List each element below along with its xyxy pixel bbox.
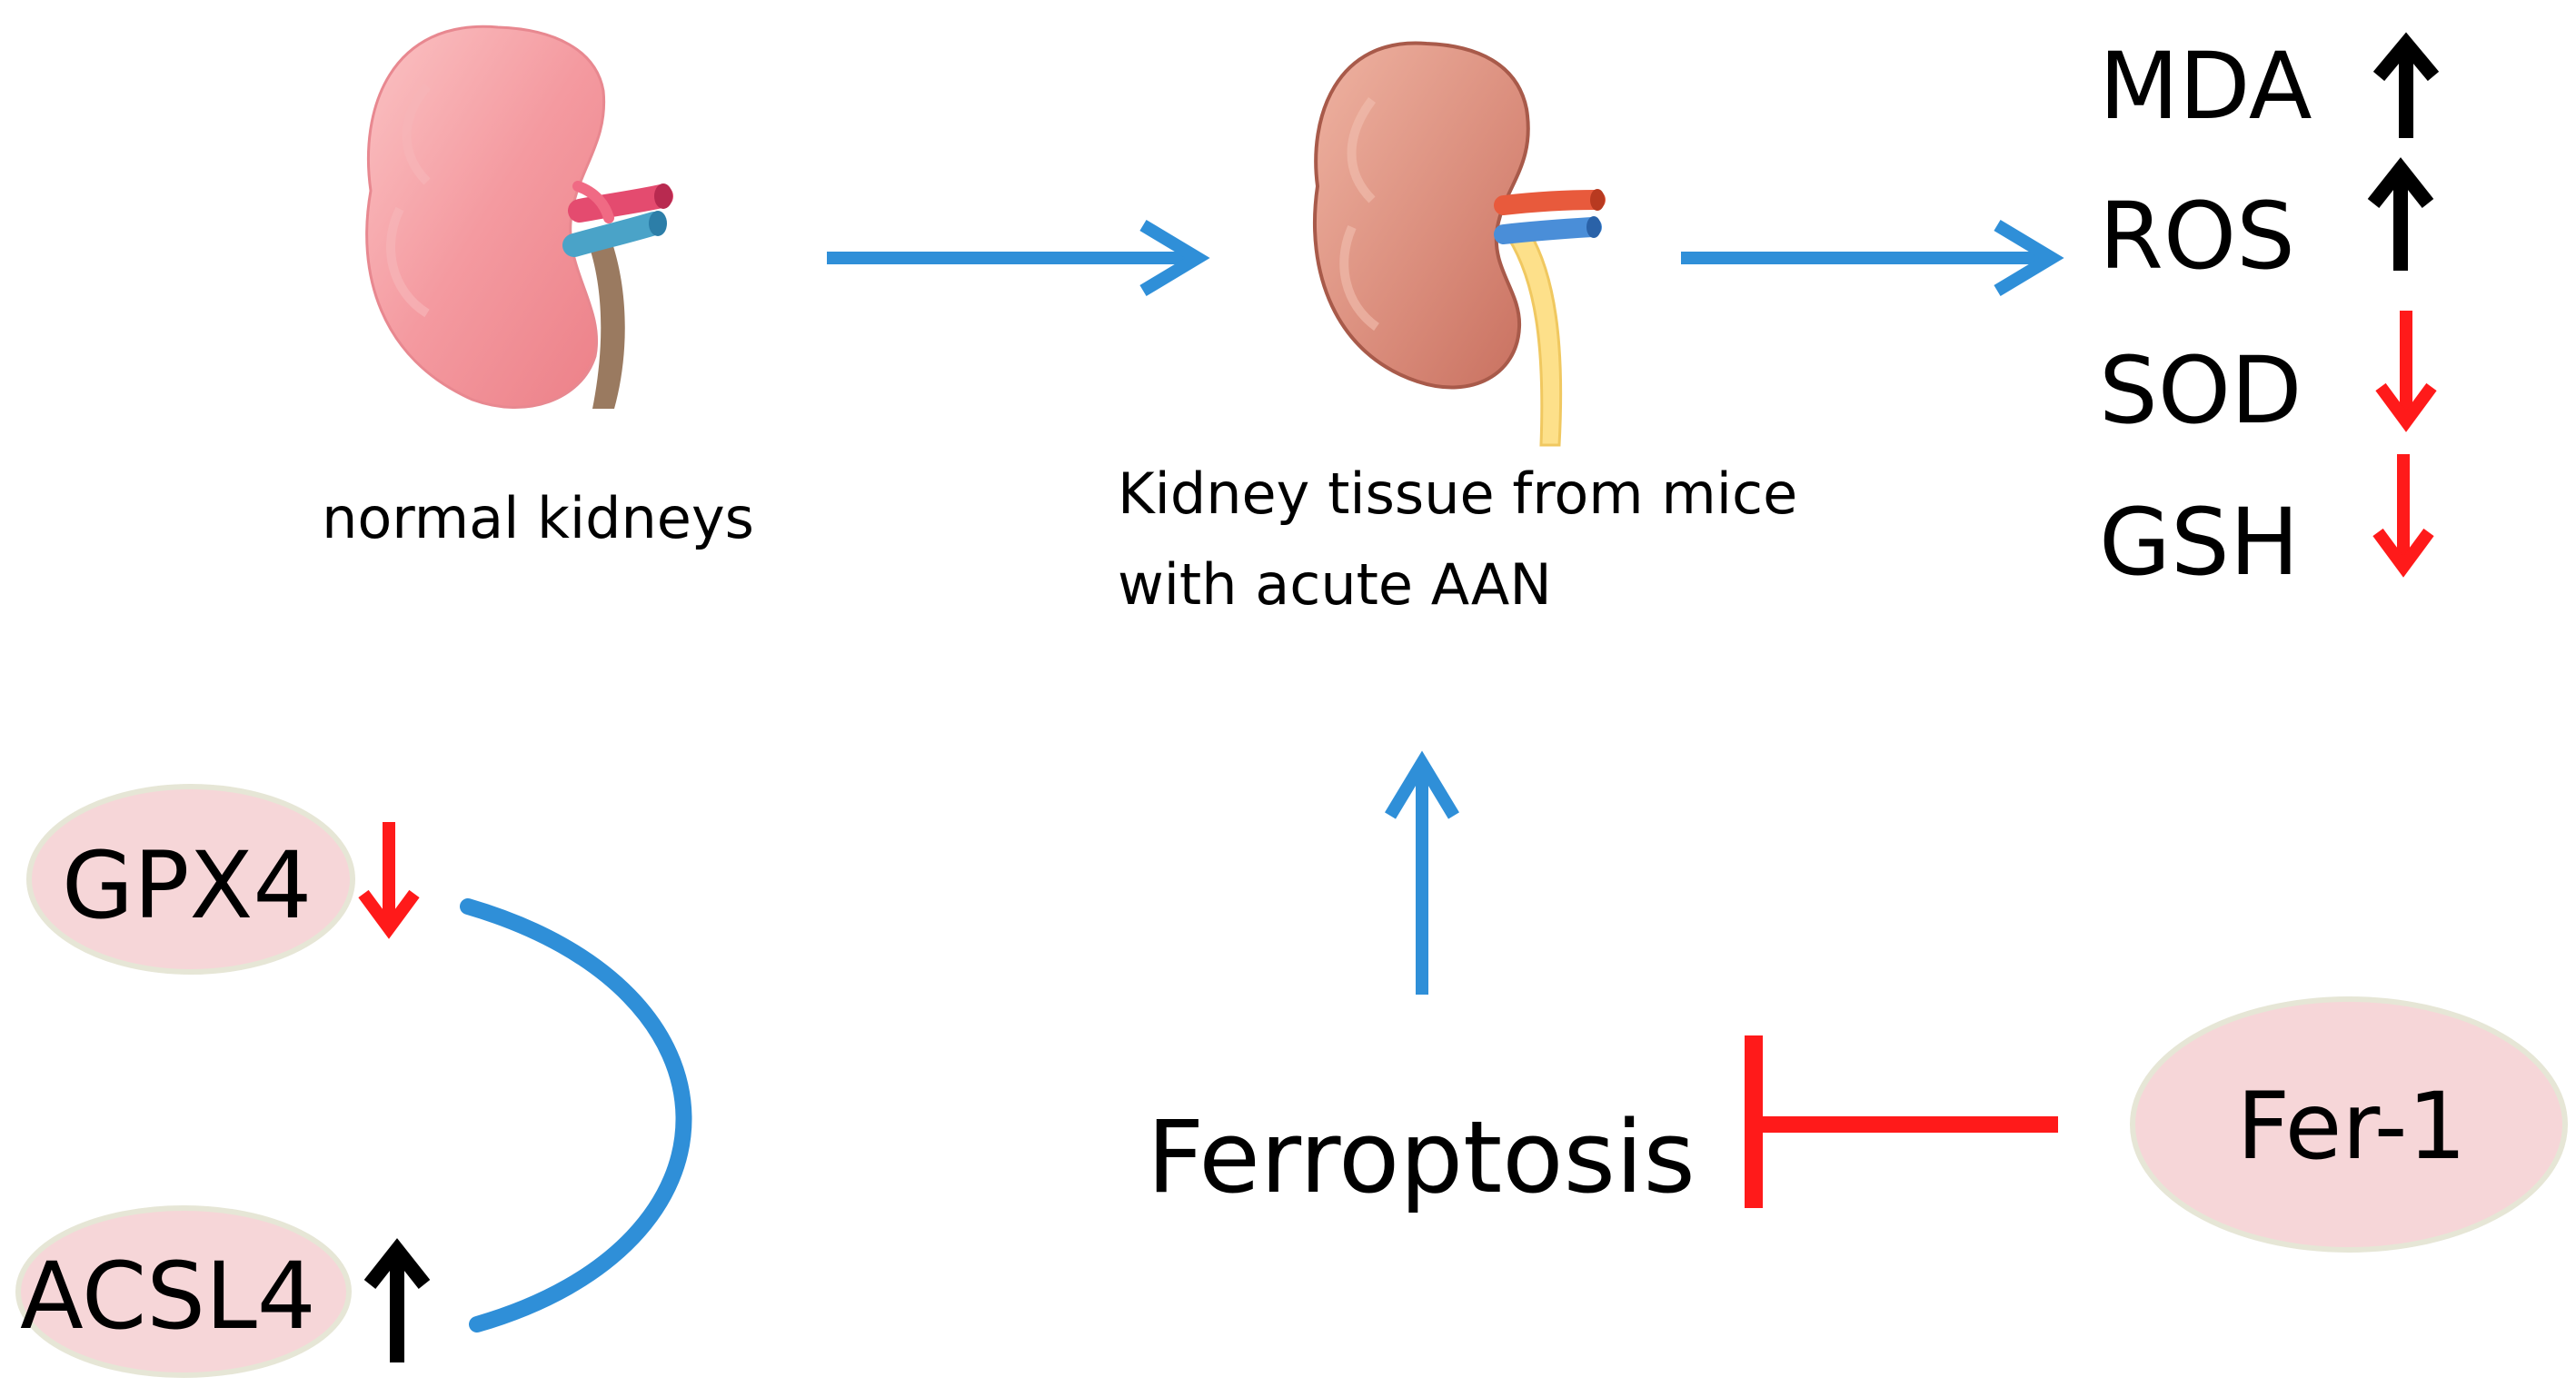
fer1-node: Fer-1 [2130,996,2568,1253]
arrow-aan-to-markers [1681,219,2064,297]
ferroptosis-label: Ferroptosis [1147,1099,1696,1215]
normal-vein [562,212,666,257]
marker-sod-down-arrow-icon [2375,311,2437,432]
marker-mda-up-arrow-icon [2372,32,2440,138]
aan-kidney-lobe [1339,97,1380,332]
fer1-inhibits-ferroptosis [1745,1035,2058,1208]
normal-kidney-lobe [386,83,431,318]
fer1-ellipse [2130,996,2568,1253]
aan-kidney-shape [1313,41,1530,390]
acsl4-node: ACSL4 [15,1205,431,1378]
marker-sod-label: SOD [2099,337,2302,445]
gpx4-ellipse [26,784,355,975]
acsl4-label: ACSL4 [20,1243,316,1351]
aan-kidney-label-line2: with acute AAN [1118,551,1552,618]
gpx4-label: GPX4 [62,832,312,940]
acsl4-ellipse [15,1205,352,1378]
gpx4-down-arrow-icon [358,822,420,939]
ureter-normal [589,243,625,409]
normal-kidneys-label: normal kidneys [322,485,754,551]
normal-kidney-shape [365,25,606,410]
oxidative-markers: MDA ROS SOD GSH [2099,32,2440,597]
fer1-label: Fer-1 [2237,1073,2467,1181]
marker-ros-up-arrow-icon [2367,157,2434,271]
arrow-ferroptosis-to-aan [1385,750,1459,995]
marker-gsh-down-arrow-icon [2372,454,2434,578]
acsl4-up-arrow-icon [363,1238,431,1362]
normal-kidney-image [365,25,673,410]
aan-kidney-label-line1: Kidney tissue from mice [1118,461,1797,527]
arrow-normal-to-aan [827,219,1210,297]
marker-ros-label: ROS [2099,183,2295,291]
normal-artery [568,184,673,223]
marker-gsh-label: GSH [2099,489,2300,597]
marker-mda-label: MDA [2099,33,2312,141]
aan-kidney-image [1313,41,1606,447]
ureter-aan [1506,224,1563,447]
gpx4-node: GPX4 [26,784,420,975]
aan-vein [1494,217,1602,244]
gpx4-acsl4-connector [460,898,692,1333]
aan-artery [1494,190,1606,215]
